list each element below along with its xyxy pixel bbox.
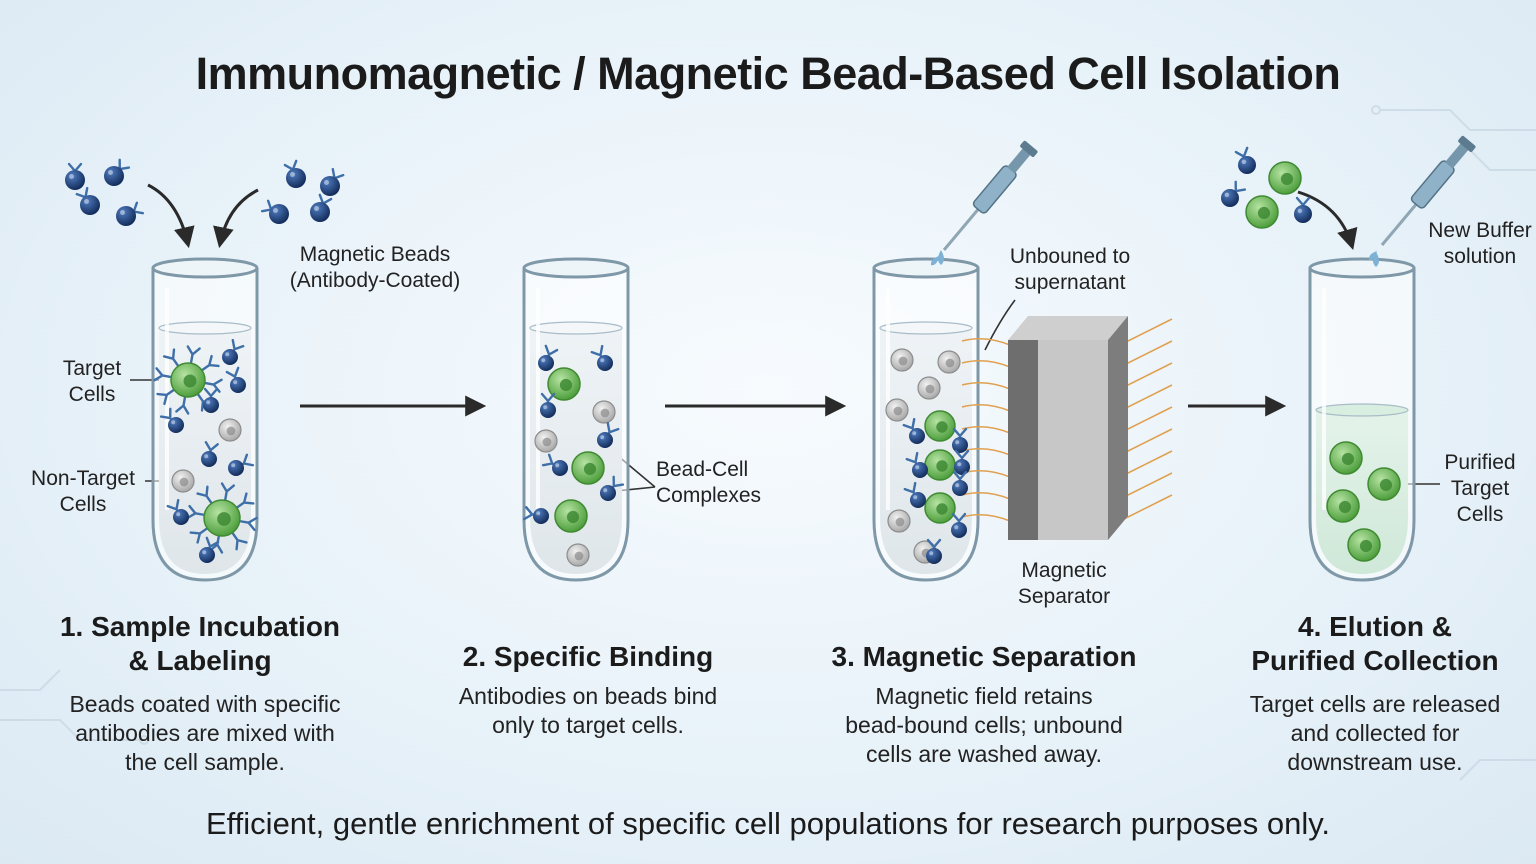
magnetic-bead — [1294, 196, 1312, 223]
magnetic-bead — [166, 498, 189, 525]
tubes-layer — [151, 257, 1416, 582]
magnetic-bead — [283, 159, 306, 188]
magnetic-bead — [523, 506, 549, 524]
magnetic-bead — [159, 407, 184, 433]
non-target-cell — [937, 350, 961, 374]
pipettes-layer — [930, 135, 1476, 267]
purified-target-cell — [1347, 528, 1381, 562]
curved-arrow-step4 — [1297, 190, 1358, 251]
magnetic-bead — [104, 158, 131, 186]
non-target-cell — [890, 348, 914, 372]
pipette-step-4 — [1368, 135, 1476, 261]
magnetic-bead — [222, 338, 245, 365]
magnetic-bead — [75, 186, 100, 215]
tube-step-1 — [151, 257, 259, 582]
target-cell — [571, 451, 605, 485]
target-cell — [554, 499, 588, 533]
purified-target-cell — [1329, 441, 1363, 475]
magnetic-separator — [961, 316, 1173, 540]
label-non-target-cells: Non-Target Cells — [31, 467, 135, 516]
non-target-cell — [534, 429, 558, 453]
particles-layer — [65, 146, 1401, 567]
curved-arrow-right — [213, 188, 259, 249]
magnetic-bead — [590, 344, 613, 371]
magnetic-bead — [310, 193, 333, 222]
curved-arrow-left — [147, 183, 195, 249]
target-cell — [1268, 161, 1302, 195]
label-new-buffer: New Buffer solution — [1428, 219, 1532, 268]
magnetic-bead — [903, 481, 926, 508]
label-purified-target-cells: Purified Target Cells — [1444, 451, 1516, 526]
step-1-description: Beads coated with specific antibodies ar… — [69, 691, 341, 775]
magnetic-bead — [199, 536, 220, 563]
target-cell — [924, 449, 956, 481]
step-3-title: 3. Magnetic Separation — [831, 641, 1137, 672]
target-cell — [153, 345, 223, 415]
purified-target-cell — [1326, 489, 1360, 523]
step-1-title: 1. Sample Incubation & Labeling — [59, 611, 341, 676]
magnetic-bead — [902, 417, 925, 444]
step-2-description: Antibodies on beads bind only to target … — [458, 683, 718, 738]
label-unbound: Unbouned to supernatant — [1009, 245, 1131, 294]
magnetic-bead — [225, 366, 246, 393]
magnetic-bead — [905, 451, 928, 478]
non-target-cell — [887, 509, 911, 533]
non-target-cell — [885, 398, 909, 422]
magnetic-bead — [320, 167, 345, 196]
magnetic-bead — [65, 162, 85, 190]
target-cell — [1245, 195, 1279, 229]
label-magnetic-beads: Magnetic Beads (Antibody-Coated) — [289, 243, 461, 292]
magnetic-bead — [926, 538, 942, 564]
input-arrows — [147, 183, 1358, 251]
label-bead-cell-complexes: Bead-Cell Complexes — [656, 458, 762, 507]
magnetic-bead — [540, 392, 556, 418]
magnetic-bead — [538, 344, 559, 371]
magnetic-bead — [203, 387, 219, 413]
magnetic-bead — [1234, 146, 1256, 174]
page-title: Immunomagnetic / Magnetic Bead-Based Cel… — [195, 48, 1341, 99]
pipette-step-3 — [930, 140, 1038, 266]
magnetic-bead — [952, 470, 968, 496]
non-target-cell — [171, 469, 195, 493]
magnetic-bead — [1221, 180, 1247, 207]
target-cell — [924, 492, 956, 524]
magnetic-bead — [260, 199, 289, 224]
step-4-description: Target cells are released and collected … — [1249, 691, 1501, 775]
step-3-description: Magnetic field retains bead-bound cells;… — [845, 683, 1123, 767]
non-target-cell — [592, 400, 616, 424]
droplet — [938, 250, 944, 265]
magnetic-bead — [201, 441, 219, 467]
purified-target-cell — [1367, 467, 1401, 501]
magnetic-bead — [600, 475, 625, 501]
magnetic-bead — [228, 453, 255, 476]
magnetic-bead — [116, 201, 145, 226]
background-circuit-decoration — [0, 105, 1536, 781]
step-2-title: 2. Specific Binding — [462, 641, 714, 672]
non-target-cell — [218, 418, 242, 442]
target-cell — [547, 367, 581, 401]
target-cell — [924, 410, 956, 442]
label-magnetic-separator: Magnetic Separator — [1017, 559, 1111, 608]
non-target-cell — [917, 376, 941, 400]
magnetic-bead — [952, 427, 968, 453]
step-4-title: 4. Elution & Purified Collection — [1251, 611, 1499, 676]
magnetic-bead — [951, 512, 967, 538]
label-target-cells: Target Cells — [62, 357, 122, 406]
non-target-cell — [566, 543, 590, 567]
magnetic-bead — [541, 453, 568, 476]
footer-note: Efficient, gentle enrichment of specific… — [205, 806, 1331, 841]
leader-lines — [130, 299, 1440, 493]
droplet — [1373, 252, 1379, 267]
magnetic-bead — [597, 421, 620, 448]
